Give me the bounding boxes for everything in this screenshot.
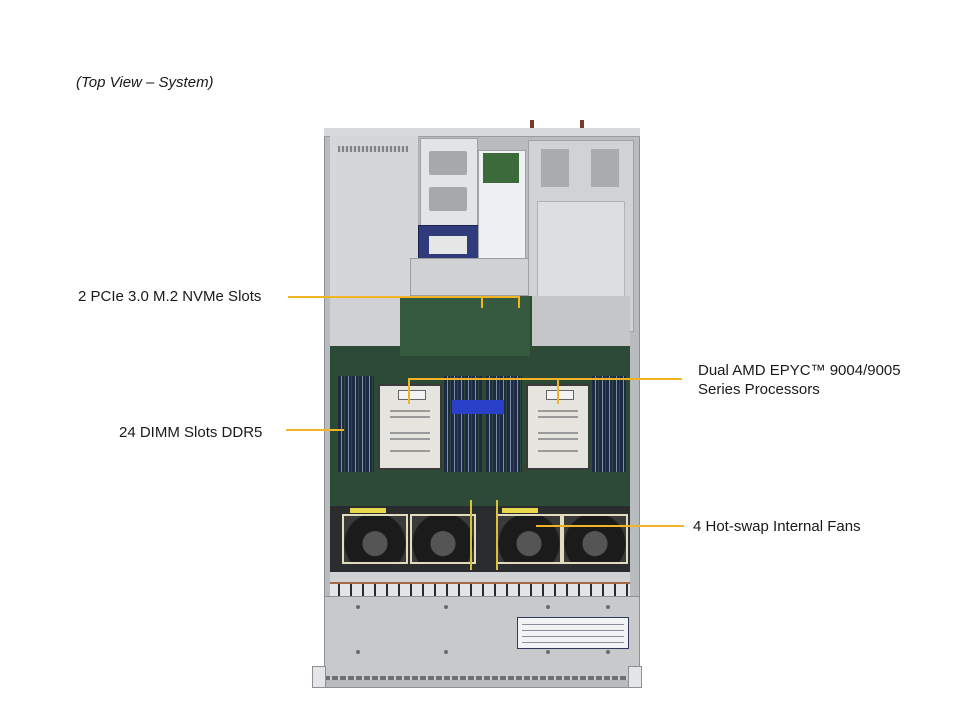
rack-ear-left — [312, 666, 326, 688]
callout-nvme-line — [518, 296, 520, 308]
callout-fans-label: 4 Hot-swap Internal Fans — [693, 518, 861, 535]
callout-cpu-line — [557, 378, 559, 404]
motherboard-io-area — [400, 296, 530, 356]
dimm-bank — [592, 376, 626, 472]
rear-post — [580, 120, 584, 134]
dimm-bank — [486, 376, 522, 472]
power-cable — [470, 500, 498, 570]
fan-label — [502, 508, 538, 513]
front-lip — [324, 676, 640, 680]
fan-label — [350, 508, 386, 513]
rail — [330, 572, 630, 584]
fan — [410, 514, 476, 564]
riser-card — [478, 150, 526, 262]
vent-rail — [330, 584, 630, 596]
callout-cpu-line2: Series Processors — [698, 381, 820, 398]
callout-dimm-line — [286, 429, 344, 431]
callout-cpu-label: Dual AMD EPYC™ 9004/9005 Series Processo… — [698, 361, 901, 399]
callout-cpu-line1: Dual AMD EPYC™ 9004/9005 — [698, 362, 901, 379]
callout-dimm-label: 24 DIMM Slots DDR5 — [119, 424, 263, 441]
callout-fans-line — [536, 525, 684, 527]
blue-clip — [452, 400, 504, 414]
rack-ear-right — [628, 666, 642, 688]
rear-post — [530, 120, 534, 134]
cpu-heatsink — [378, 384, 442, 470]
view-title: (Top View – System) — [76, 74, 214, 91]
fan — [342, 514, 408, 564]
callout-cpu-line — [408, 378, 410, 404]
dimm-bank — [444, 376, 482, 472]
fan — [496, 514, 562, 564]
callout-cpu-line — [408, 378, 682, 380]
service-label — [517, 617, 629, 649]
callout-nvme-line — [481, 296, 483, 308]
fan — [562, 514, 628, 564]
motherboard-edge — [532, 296, 630, 346]
rear-panel — [324, 128, 640, 137]
dimm-bank — [338, 376, 374, 472]
bracket-plate — [410, 258, 532, 296]
callout-nvme-line — [288, 296, 520, 298]
callout-nvme-label: 2 PCIe 3.0 M.2 NVMe Slots — [78, 288, 262, 305]
motherboard-edge — [330, 296, 400, 346]
